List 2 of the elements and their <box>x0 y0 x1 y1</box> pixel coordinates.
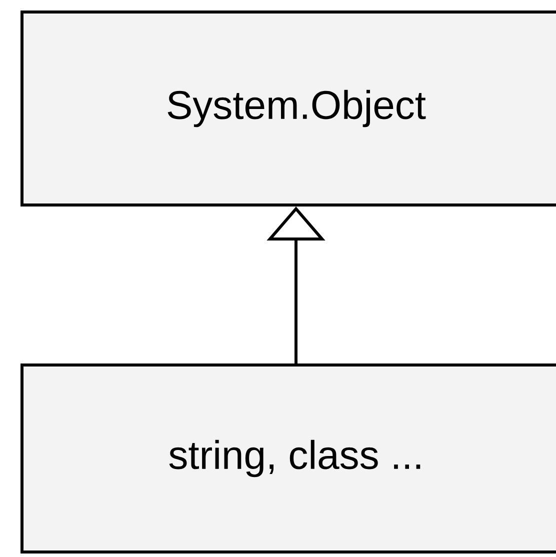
class-box: string, class ... <box>20 364 556 554</box>
class-box: System.Object <box>20 10 556 206</box>
